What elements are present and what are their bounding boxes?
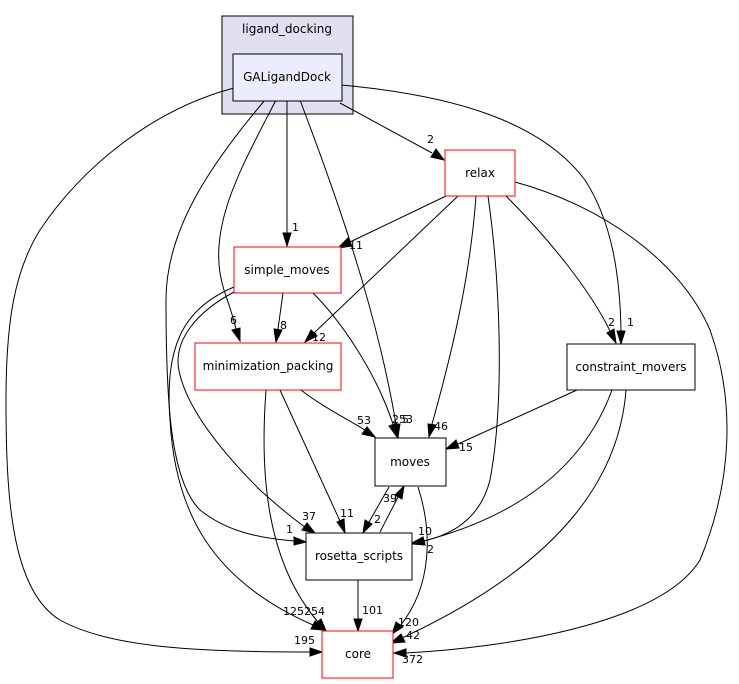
edge-relax-core: 372 <box>392 181 728 666</box>
edge-label: 2 <box>608 316 615 329</box>
node-border <box>566 343 696 391</box>
edge-label: 8 <box>280 319 287 332</box>
edge-minimization-packing-moves: 53 <box>300 389 377 438</box>
node-label: core <box>345 647 371 661</box>
edge-label: 372 <box>402 653 423 666</box>
node-border <box>321 630 394 679</box>
edge-label: 2 <box>427 543 434 556</box>
node-box <box>567 344 695 390</box>
edge-rosetta-scripts-core: 101 <box>353 580 383 633</box>
node-relax[interactable]: relax <box>444 149 516 197</box>
edge-relax-constraint-movers: 2 <box>505 195 617 345</box>
node-label: minimization_packing <box>203 359 334 373</box>
edge-relax-rosetta-scripts: 10 <box>410 195 500 546</box>
edge-simple-moves-minimization-packing: 8 <box>273 292 287 344</box>
node-rosetta-scripts[interactable]: rosetta_scripts <box>305 532 413 581</box>
edge-label: 1 <box>627 316 634 329</box>
edge-moves-rosetta-scripts: 2 <box>362 486 390 535</box>
edge-moves-core: 120 <box>391 486 428 636</box>
node-border <box>374 437 447 487</box>
edge-label: 1 <box>286 523 293 536</box>
node-simple-moves[interactable]: simple_moves <box>233 246 342 294</box>
node-core[interactable]: core <box>321 630 394 679</box>
edge-label: 2 <box>374 513 381 526</box>
node-border <box>194 342 342 391</box>
node-box <box>445 150 515 196</box>
node-label: relax <box>465 166 495 180</box>
node-label: moves <box>390 455 430 469</box>
edge-label: 11 <box>349 239 363 252</box>
node-minimization-packing[interactable]: minimization_packing <box>194 342 342 391</box>
edge-label: 42 <box>406 629 420 642</box>
edge-minimization-packing-rosetta-scripts: 11 <box>279 389 354 535</box>
edge-simple-moves-moves: 5 <box>312 292 409 439</box>
node-border <box>444 149 516 197</box>
node-label: constraint_movers <box>575 360 686 374</box>
cluster-label: ligand_docking <box>242 22 332 36</box>
node-constraint-movers[interactable]: constraint_movers <box>566 343 696 391</box>
edge-label: 11 <box>340 507 354 520</box>
edge-label: 5 <box>402 413 409 426</box>
edge-label: 1 <box>292 221 299 234</box>
edge-label: 53 <box>357 414 371 427</box>
edge-relax-minimization-packing: 12 <box>303 195 459 344</box>
edge-label: 12 <box>312 331 326 344</box>
node-box <box>233 54 342 101</box>
node-box <box>322 631 393 678</box>
edge-label: 101 <box>362 604 383 617</box>
node-label: rosetta_scripts <box>315 549 403 563</box>
edge-label: 10 <box>418 525 432 538</box>
node-border <box>233 246 342 294</box>
node-moves[interactable]: moves <box>374 437 447 487</box>
edge-label: 39 <box>383 492 397 505</box>
node-galiganddock[interactable]: GALigandDock <box>232 53 343 102</box>
edge-relax-moves: 46 <box>427 195 477 439</box>
edge-galiganddock-core: 195 <box>5 87 324 657</box>
node-border <box>305 532 413 581</box>
node-box <box>375 438 446 486</box>
edge-simple-moves-core: 125 <box>168 286 326 631</box>
edge-label: 195 <box>294 634 315 647</box>
node-box <box>306 533 412 580</box>
edge-minimization-packing-core: 254 <box>263 389 328 633</box>
node-label: simple_moves <box>244 263 329 277</box>
node-label: GALigandDock <box>243 70 331 84</box>
edge-galiganddock-simple-moves: 1 <box>282 100 299 248</box>
edge-label: 120 <box>398 616 419 629</box>
edge-label: 46 <box>434 420 448 433</box>
edge-label: 125 <box>283 605 304 618</box>
edge-label: 15 <box>459 441 473 454</box>
edge-constraint-movers-rosetta-scripts: 2 <box>410 389 613 556</box>
edge-constraint-movers-moves: 15 <box>444 389 578 454</box>
node-border <box>232 53 343 102</box>
edge-galiganddock-constraint-movers: 1 <box>340 84 634 346</box>
node-box <box>234 247 341 293</box>
edge-galiganddock-minimization-packing: 6 <box>218 99 277 343</box>
edge-galiganddock-relax: 2 <box>339 102 446 161</box>
edge-simple-moves-rosetta-scripts: 37 <box>177 291 317 534</box>
edge-label: 6 <box>230 314 237 327</box>
edge-rosetta-scripts-moves: 39 <box>379 484 405 533</box>
edge-label: 254 <box>304 605 325 618</box>
edge-relax-simple-moves: 11 <box>336 195 447 252</box>
edge-constraint-movers-core: 42 <box>389 389 627 644</box>
node-box <box>195 343 341 390</box>
edge-galiganddock-rosetta-scripts: 1 <box>165 99 308 546</box>
edge-label: 37 <box>302 510 316 523</box>
edge-label: 2 <box>427 133 434 146</box>
